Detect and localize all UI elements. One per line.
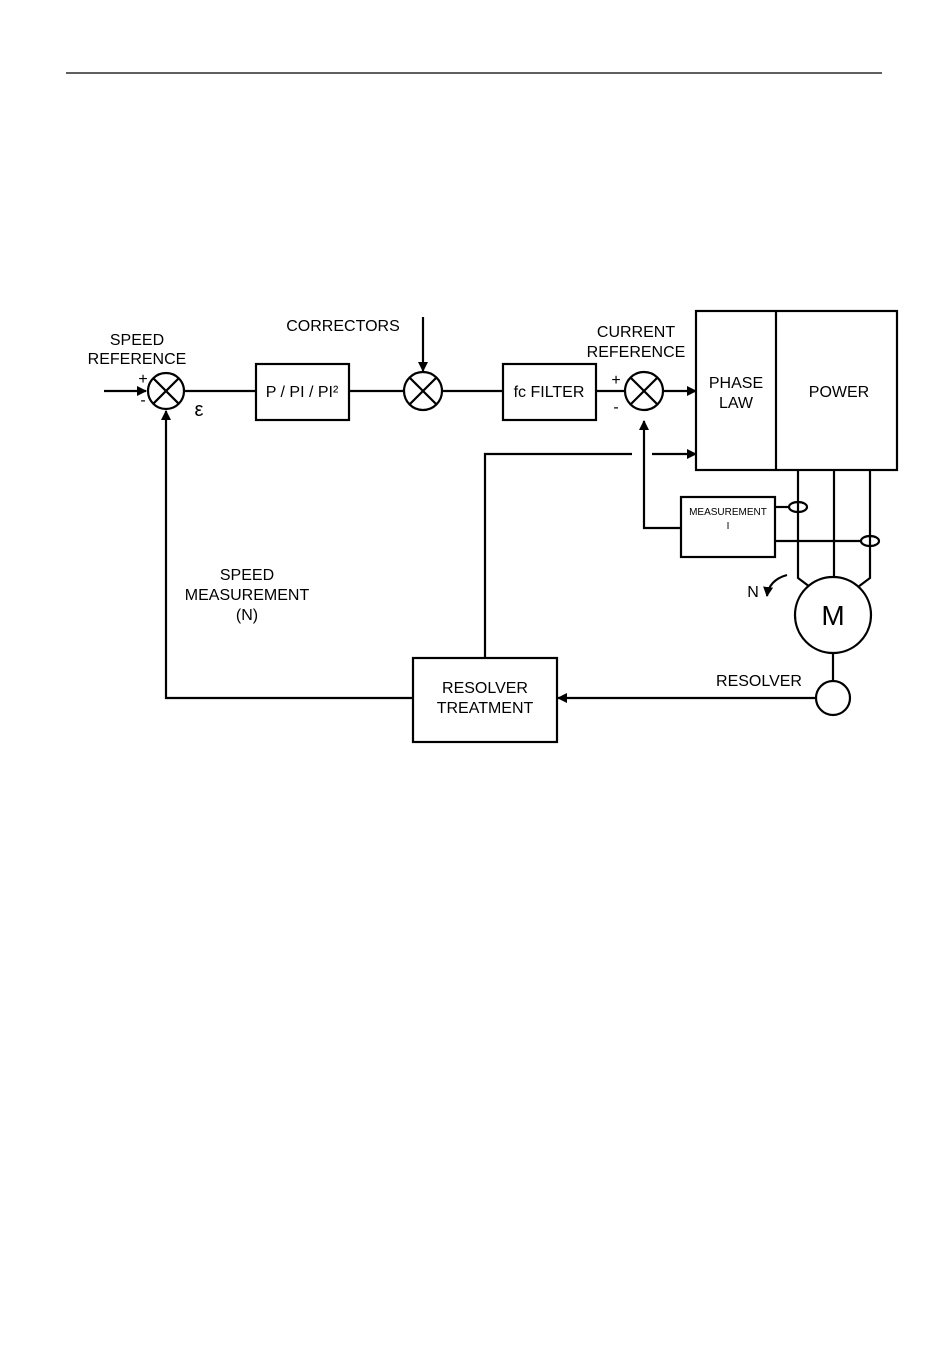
power-label: POWER <box>809 384 869 401</box>
speed-reference-label-2: REFERENCE <box>88 351 187 368</box>
current-reference-label-2: REFERENCE <box>587 344 686 361</box>
current-reference-label-1: CURRENT <box>597 324 675 341</box>
rotation-arrow-icon <box>767 575 787 596</box>
fc-filter-label: fc FILTER <box>514 384 585 401</box>
motor-label: M <box>821 600 844 631</box>
resolver-sensor <box>816 681 850 715</box>
pi-corrector-label: P / PI / PI² <box>266 384 339 401</box>
current-minus-sign: - <box>613 399 618 416</box>
resolver-treatment-label-2: TREATMENT <box>437 700 534 717</box>
current-plus-sign: + <box>611 372 620 389</box>
speed-measurement-label-2: MEASUREMENT <box>185 587 310 604</box>
resolver-label: RESOLVER <box>716 673 802 690</box>
phase-law-label-2: LAW <box>719 395 754 412</box>
phase-law-label-1: PHASE <box>709 375 763 392</box>
epsilon-label: ε <box>195 399 204 421</box>
speed-reference-label-1: SPEED <box>110 332 164 349</box>
position-feedback-line <box>485 454 632 658</box>
current-feedback-line <box>644 421 681 528</box>
speed-feedback-line <box>166 411 413 698</box>
speed-plus-sign: + <box>138 371 147 388</box>
speed-minus-sign: - <box>140 392 145 409</box>
resolver-treatment-label-1: RESOLVER <box>442 680 528 697</box>
speed-measurement-label-1: SPEED <box>220 567 274 584</box>
correctors-label: CORRECTORS <box>286 318 400 335</box>
summing-junction-current <box>625 372 663 410</box>
phase-line-c <box>854 470 870 590</box>
summing-junction-speed <box>148 373 184 409</box>
phase-line-a <box>798 470 814 590</box>
measurement-label-1: MEASUREMENT <box>689 507 767 518</box>
rotation-label: N <box>747 584 759 601</box>
speed-measurement-label-3: (N) <box>236 607 258 624</box>
summing-junction-correctors <box>404 372 442 410</box>
measurement-label-2: I <box>727 521 730 532</box>
